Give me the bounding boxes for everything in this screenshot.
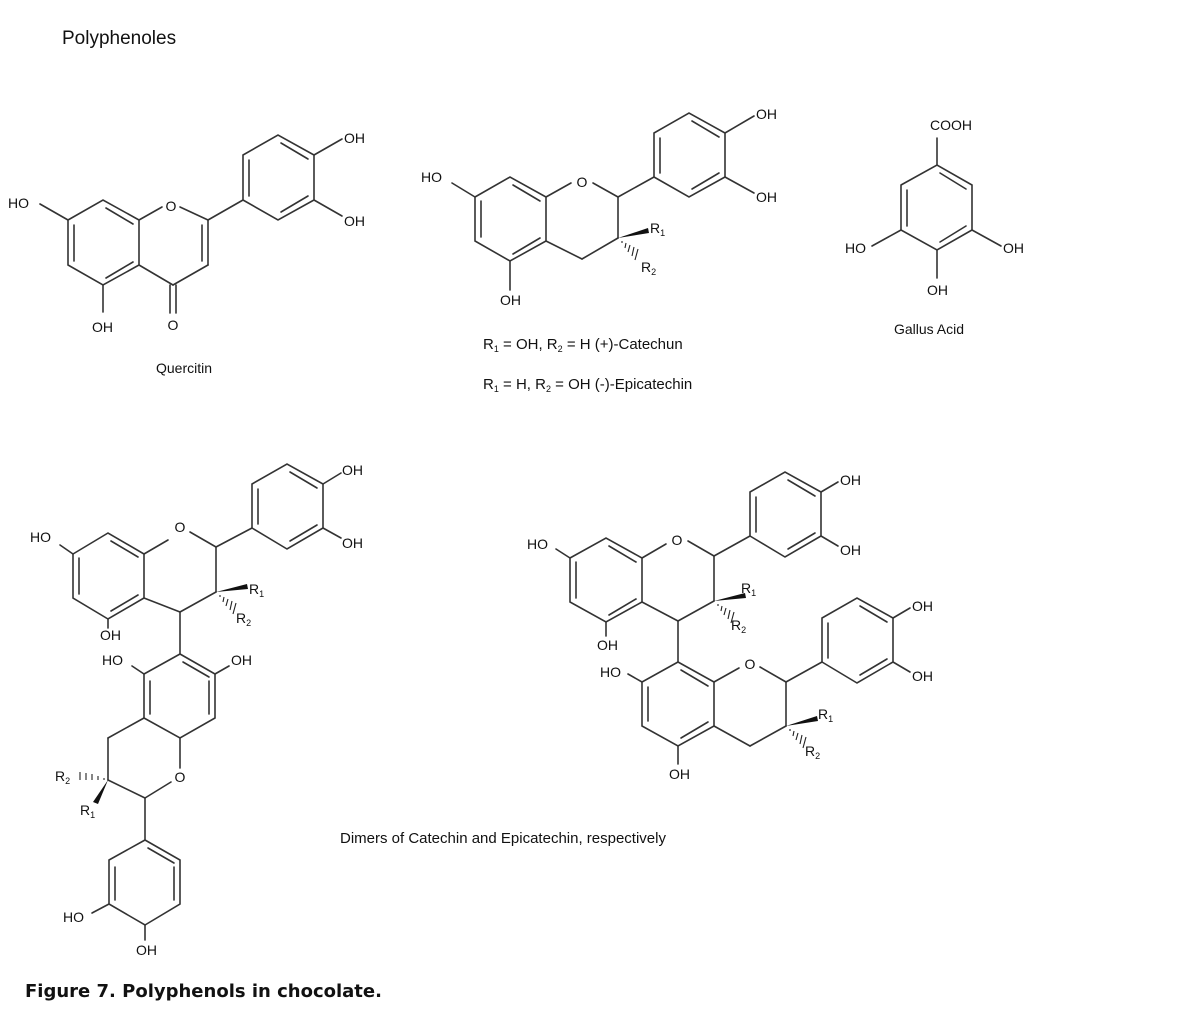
gallus-oh-bottom: OH (927, 282, 948, 298)
dimer-a-upper-oh-5: OH (100, 627, 121, 643)
dimer-b-upper-ring-oxygen: O (672, 532, 683, 548)
dimer-a-mid-oh: OH (231, 652, 252, 668)
catechin-variant-1: R1 = OH, R2 = H (+)-Catechun (483, 336, 683, 354)
catechin-structure: O HO OH OH OH R1 R2 R1 = OH, R2 = H (+)-… (421, 106, 777, 394)
dimer-a-lower-r1: R1 (80, 802, 95, 820)
figure-caption: Figure 7. Polyphenols in chocolate. (25, 981, 382, 1002)
dimer-b-lower-oh-top: OH (912, 598, 933, 614)
dimer-b-lower-r2: R2 (805, 743, 820, 761)
gallus-cooh: COOH (930, 117, 972, 133)
catechin-r1: R1 (650, 220, 665, 238)
catechin-r2: R2 (641, 259, 656, 277)
dimer-b-lower-oh-bottom: OH (669, 766, 690, 782)
dimer-a-bottom-ho: HO (63, 909, 84, 925)
dimer-b-upper-r2: R2 (731, 617, 746, 635)
dimer-b-upper-oh-top: OH (840, 472, 861, 488)
dimer-a-upper-ring-oxygen: O (175, 519, 186, 535)
catechin-variant-2: R1 = H, R2 = OH (-)-Epicatechin (483, 376, 692, 394)
quercitin-structure: O O HO OH OH OH Quercitin (8, 130, 365, 376)
dimer-a-upper-ho-left: HO (30, 529, 51, 545)
dimer-a-upper-r2: R2 (236, 610, 251, 628)
dimer-b-upper-ho-left: HO (527, 536, 548, 552)
dimer-a-structure: O HO OH OH OH R1 R2 HO OH O R2 R1 HO OH (30, 462, 363, 958)
catechin-ho-left: HO (421, 169, 442, 185)
dimer-b-upper-r1: R1 (741, 580, 756, 598)
gallus-ho-left: HO (845, 240, 866, 256)
dimer-b-upper-oh-bottom: OH (840, 542, 861, 558)
catechin-oh-top: OH (756, 106, 777, 122)
catechin-oh-bottom: OH (756, 189, 777, 205)
catechin-ring-oxygen: O (577, 174, 588, 190)
dimer-a-upper-r1: R1 (249, 581, 264, 599)
dimer-a-bottom-oh: OH (136, 942, 157, 958)
gallus-oh-right: OH (1003, 240, 1024, 256)
quercitin-ring-oxygen: O (166, 198, 177, 214)
dimer-b-lower-oh-second: OH (912, 668, 933, 684)
quercitin-oh-second: OH (344, 213, 365, 229)
quercitin-oh-top: OH (344, 130, 365, 146)
quercitin-name: Quercitin (156, 360, 212, 376)
page-title: Polyphenoles (62, 28, 176, 49)
dimer-b-structure: O HO OH OH OH R1 R2 HO OH O R1 R2 OH OH (527, 471, 933, 782)
dimer-b-lower-ho-left: HO (600, 664, 621, 680)
dimer-b-lower-ring-oxygen: O (745, 656, 756, 672)
catechin-oh-5: OH (500, 292, 521, 308)
dimer-b-lower-r1: R1 (818, 706, 833, 724)
dimers-caption: Dimers of Catechin and Epicatechin, resp… (340, 830, 666, 847)
dimer-a-upper-oh-bottom: OH (342, 535, 363, 551)
dimer-b-upper-oh-5: OH (597, 637, 618, 653)
dimer-a-lower-ring-oxygen: O (175, 769, 186, 785)
gallus-acid-name: Gallus Acid (894, 321, 964, 337)
quercitin-carbonyl-oxygen: O (168, 317, 179, 333)
quercitin-ho-left: HO (8, 195, 29, 211)
quercitin-oh-bottom: OH (92, 319, 113, 335)
dimer-a-lower-r2: R2 (55, 768, 70, 786)
dimer-a-mid-ho: HO (102, 652, 123, 668)
dimer-a-upper-oh-top: OH (342, 462, 363, 478)
gallus-acid-structure: COOH HO OH OH Gallus Acid (845, 117, 1024, 337)
